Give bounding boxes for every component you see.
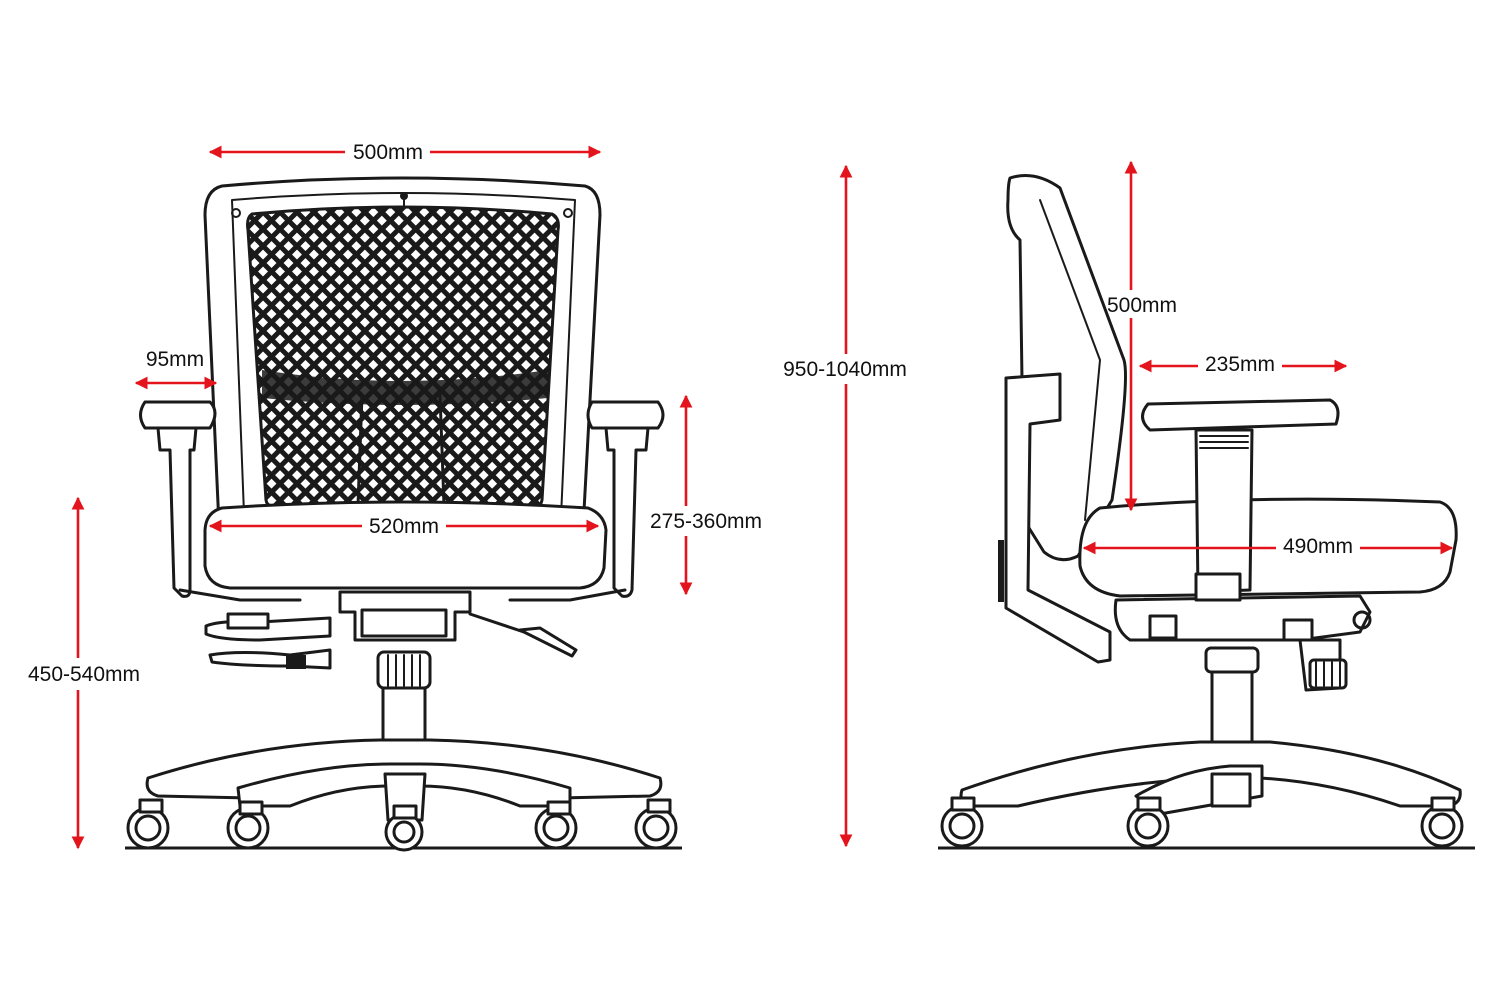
- side-view-chair: [938, 174, 1475, 850]
- side-armrest-pad: [1141, 398, 1340, 432]
- overall-height-label: 950-1040mm: [783, 358, 907, 381]
- side-backrest: [1006, 174, 1127, 562]
- seat-depth-label: 490mm: [1283, 535, 1353, 558]
- side-casters: [940, 796, 1464, 848]
- front-armrest-left: [139, 400, 217, 430]
- seat-width-label: 520mm: [369, 515, 439, 538]
- front-lumbar-support: [262, 370, 548, 405]
- backrest-width-label: 500mm: [353, 141, 423, 164]
- front-armrest-right: [586, 400, 665, 430]
- side-back-support: [1004, 372, 1112, 664]
- seat-height-label: 450-540mm: [28, 663, 140, 686]
- armrest-pad-width-label: 95mm: [146, 348, 204, 371]
- dimension-labels: 500mm 95mm 520mm 275-360mm 450-540mm 950…: [28, 141, 1353, 686]
- front-mesh-panel: [246, 205, 560, 512]
- front-seat-cushion: [203, 500, 608, 590]
- front-view-chair: [125, 176, 682, 852]
- dimension-lines: [71, 145, 1454, 850]
- side-armrest-post: [1194, 428, 1254, 594]
- front-casters: [126, 798, 678, 852]
- armrest-length-label: 235mm: [1205, 353, 1275, 376]
- backrest-height-label: 500mm: [1107, 294, 1177, 317]
- armrest-height-label: 275-360mm: [650, 510, 762, 533]
